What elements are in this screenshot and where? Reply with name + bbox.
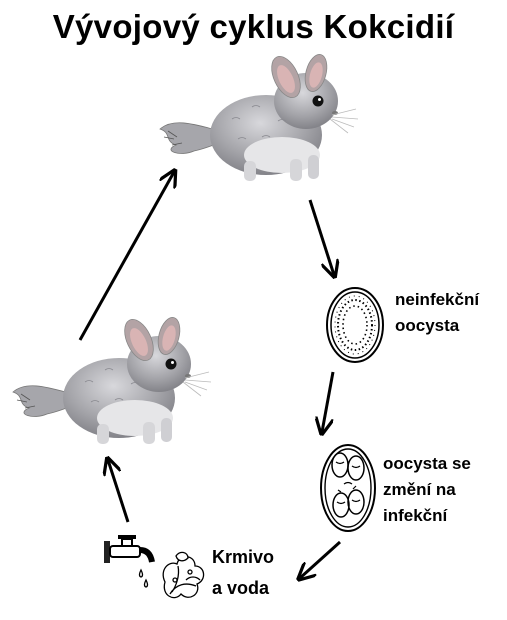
oocyst-infective-line3: infekční: [383, 506, 448, 525]
feed-water-label: Krmivo a voda: [212, 542, 274, 604]
arrow-feed-to-chinchilla: [108, 460, 130, 523]
oocyst-infective-line1: oocysta se: [383, 454, 471, 473]
oocyst-noninfective-line1: neinfekční: [395, 290, 480, 309]
feed-water-line2: a voda: [212, 578, 270, 598]
oocyst-infective-line2: změní na: [383, 480, 456, 499]
feed-water-line1: Krmivo: [212, 547, 275, 567]
arrow-infective-to-feed: [300, 540, 342, 578]
feed-plant-icon: [162, 551, 205, 599]
water-tap-icon: [104, 535, 155, 588]
chinchilla-top-icon: [159, 51, 359, 182]
diagram-title: Vývojový cyklus Kokcidií: [52, 8, 455, 45]
arrow-chinchilla-to-oocyst: [308, 199, 334, 275]
sporulated-oocyst-icon: [320, 444, 376, 532]
arrow-oocyst-to-infective: [322, 371, 335, 432]
oocyst-icon: [326, 287, 384, 363]
oocyst-infective-label: oocysta se změní na infekční: [383, 451, 471, 529]
chinchilla-left-icon: [12, 314, 212, 445]
arrow-chinchilla-to-chinchilla: [78, 172, 174, 341]
oocyst-noninfective-line2: oocysta: [395, 316, 460, 335]
oocyst-noninfective-label: neinfekční oocysta: [395, 287, 479, 339]
